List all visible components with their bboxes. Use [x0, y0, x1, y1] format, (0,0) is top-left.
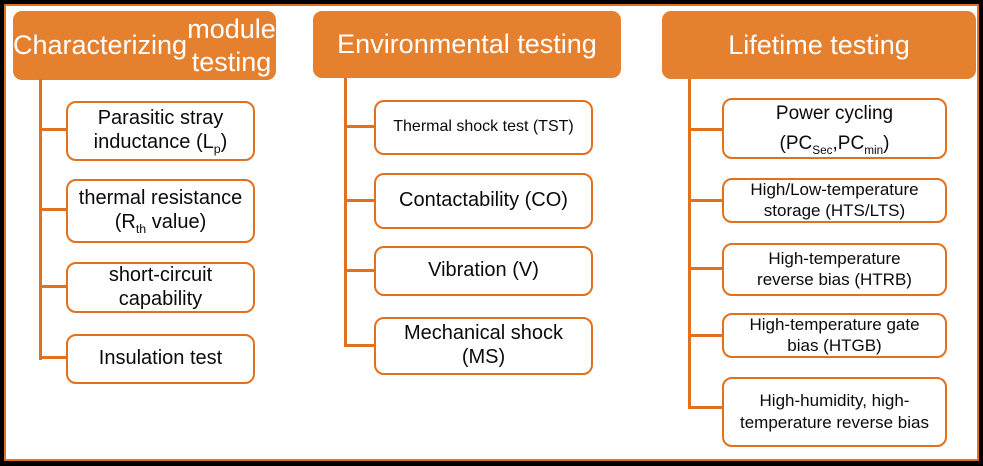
- connector-vline-col1: [39, 79, 42, 360]
- item-box-high-humidity-high-temperature-reverse-bias: High-humidity, high-temperature reverse …: [722, 377, 947, 447]
- item-label: Thermal shock test (TST): [393, 118, 574, 136]
- connector-stub: [688, 267, 725, 270]
- connector-stub: [344, 269, 377, 272]
- item-box-thermal-resistance: thermal resistance(Rth value): [66, 179, 255, 243]
- connector-stub: [688, 406, 725, 409]
- connector-stub: [39, 356, 69, 359]
- connector-stub: [688, 199, 725, 202]
- connector-stub: [39, 128, 69, 131]
- item-label: Contactability (CO): [399, 189, 568, 212]
- item-box-thermal-shock-test: Thermal shock test (TST): [374, 100, 593, 155]
- item-box-contactability: Contactability (CO): [374, 173, 593, 229]
- connector-stub: [688, 334, 725, 337]
- connector-stub: [39, 208, 69, 211]
- connector-stub: [344, 125, 377, 128]
- item-label: Insulation test: [98, 347, 223, 370]
- item-label: thermal resistance(Rth value): [78, 187, 243, 236]
- connector-vline-col3: [688, 79, 691, 409]
- connector-vline-col2: [344, 78, 347, 347]
- item-label: Power cycling(PCSec,PCmin): [775, 103, 894, 157]
- item-box-power-cycling: Power cycling(PCSec,PCmin): [722, 98, 947, 159]
- item-box-vibration: Vibration (V): [374, 246, 593, 296]
- connector-stub: [344, 344, 377, 347]
- item-label: High-humidity, high-temperature reverse …: [740, 390, 929, 432]
- item-box-insulation-test: Insulation test: [66, 334, 255, 384]
- column-header-environmental-testing: Environmental testing: [313, 11, 621, 78]
- item-box-mechanical-shock: Mechanical shock(MS): [374, 317, 593, 375]
- connector-stub: [344, 199, 377, 202]
- item-label: Mechanical shock(MS): [404, 322, 563, 368]
- item-label: Vibration (V): [428, 259, 539, 282]
- column-header-lifetime-testing: Lifetime testing: [662, 11, 976, 79]
- connector-stub: [688, 128, 725, 131]
- connector-stub: [39, 285, 69, 288]
